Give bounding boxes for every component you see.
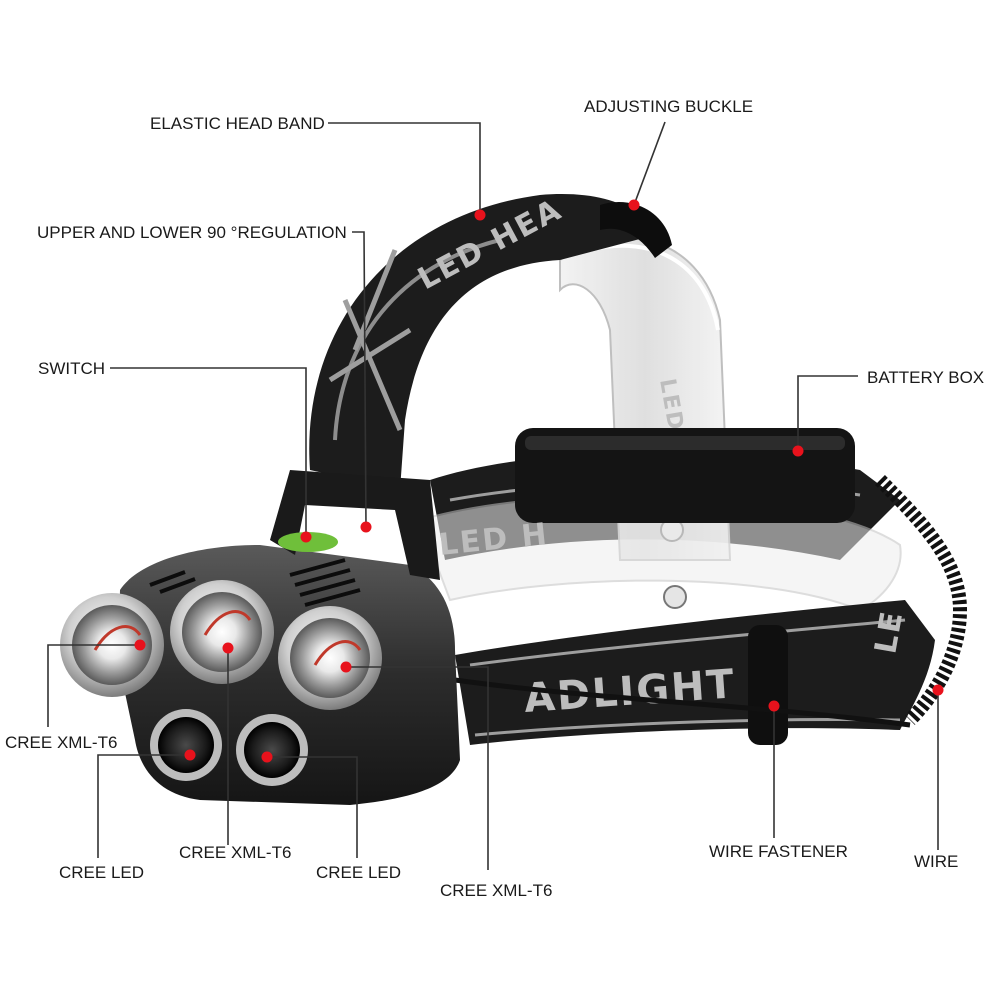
marker-battery-box bbox=[792, 445, 804, 457]
label-cree-xml-t6-center: CREE XML-T6 bbox=[179, 843, 291, 862]
marker-cree-led-center bbox=[261, 751, 273, 763]
markers bbox=[134, 199, 944, 763]
cooling-fins bbox=[149, 558, 361, 607]
leader-lines bbox=[47, 121, 939, 870]
marker-wire bbox=[932, 684, 944, 696]
rivet bbox=[663, 585, 687, 609]
wire-fastener-shape bbox=[748, 625, 788, 745]
switch-bracket bbox=[270, 470, 440, 580]
marker-cree-xml-t6-left bbox=[134, 639, 146, 651]
label-cree-led-center: CREE LED bbox=[316, 863, 401, 882]
label-cree-xml-t6-left: CREE XML-T6 bbox=[5, 733, 117, 752]
label-cree-xml-t6-right: CREE XML-T6 bbox=[440, 881, 552, 900]
label-wire-fastener: WIRE FASTENER bbox=[709, 842, 848, 861]
led-main-center bbox=[170, 580, 274, 684]
marker-cree-xml-t6-right bbox=[340, 661, 352, 673]
label-elastic-head-band: ELASTIC HEAD BAND bbox=[150, 114, 325, 133]
label-regulation: UPPER AND LOWER 90 °REGULATION bbox=[37, 223, 347, 242]
side-strap bbox=[455, 600, 935, 745]
adjusting-buckle-shape bbox=[600, 201, 672, 258]
strap-print-right: LE bbox=[868, 607, 910, 656]
marker-switch bbox=[300, 531, 312, 543]
label-cree-led-left: CREE LED bbox=[59, 863, 144, 882]
led-main-right bbox=[278, 606, 382, 710]
marker-regulation bbox=[360, 521, 372, 533]
led-small-left bbox=[150, 709, 222, 781]
marker-cree-xml-t6-center bbox=[222, 642, 234, 654]
coiled-wire bbox=[875, 475, 968, 725]
label-wire: WIRE bbox=[914, 852, 958, 871]
battery-box-shape bbox=[515, 428, 855, 523]
label-battery-box: BATTERY BOX bbox=[867, 368, 984, 387]
headlamp-illustration: LED HEA LED ADLIGHT LE LED H bbox=[60, 192, 968, 805]
led-small-right bbox=[236, 714, 308, 786]
label-switch: SWITCH bbox=[38, 359, 105, 378]
marker-adjusting-buckle bbox=[628, 199, 640, 211]
marker-cree-led-left bbox=[184, 749, 196, 761]
callout-labels: ELASTIC HEAD BAND ADJUSTING BUCKLE UPPER… bbox=[5, 97, 984, 900]
marker-wire-fastener bbox=[768, 700, 780, 712]
label-adjusting-buckle: ADJUSTING BUCKLE bbox=[584, 97, 753, 116]
marker-elastic-head-band bbox=[474, 209, 486, 221]
